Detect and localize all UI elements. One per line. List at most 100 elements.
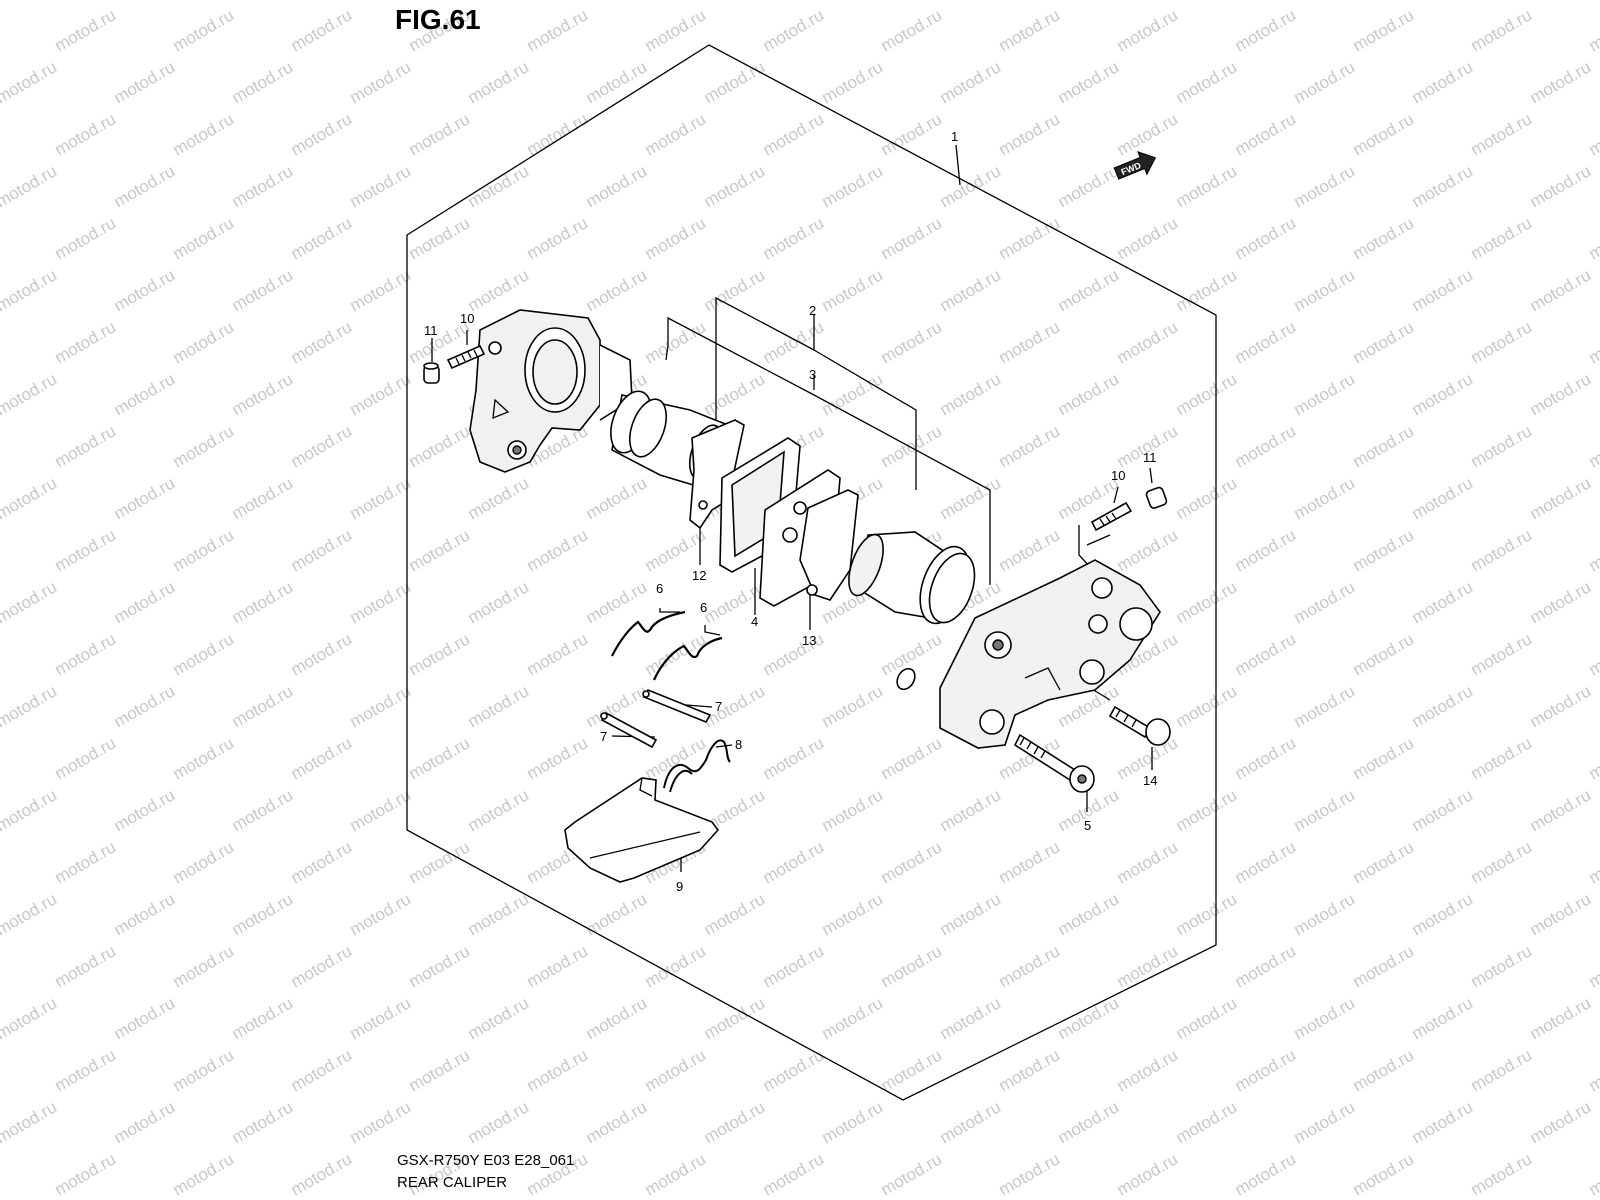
pad-spring-6a: [611, 610, 686, 657]
watermark-text: motod.ru: [642, 317, 710, 367]
watermark-text: motod.ru: [0, 109, 1, 159]
watermark-text: motod.ru: [170, 421, 238, 471]
watermark-text: motod.ru: [347, 0, 415, 3]
watermark-text: motod.ru: [406, 109, 474, 159]
watermark-text: motod.ru: [229, 265, 297, 315]
watermark-text: motod.ru: [1055, 161, 1123, 211]
watermark-text: motod.ru: [465, 57, 533, 107]
watermark-text: motod.ru: [0, 941, 1, 991]
watermark-text: motod.ru: [583, 265, 651, 315]
watermark-text: motod.ru: [52, 1045, 120, 1095]
watermark-text: motod.ru: [760, 837, 828, 887]
watermark-text: motod.ru: [1527, 369, 1595, 419]
callout-9: 9: [676, 879, 683, 894]
watermark-text: motod.ru: [1468, 317, 1536, 367]
watermark-text: motod.ru: [1114, 109, 1182, 159]
watermark-text: motod.ru: [347, 577, 415, 627]
watermark-text: motod.ru: [1527, 57, 1595, 107]
watermark-text: motod.ru: [937, 0, 1005, 3]
watermark-text: motod.ru: [465, 889, 533, 939]
watermark-text: motod.ru: [0, 5, 1, 55]
piston-right: [848, 531, 976, 625]
callout-1: 1: [951, 129, 958, 144]
watermark-text: motod.ru: [111, 265, 179, 315]
callout-3: 3: [809, 367, 816, 382]
watermark-text: motod.ru: [1527, 785, 1595, 835]
watermark-text: motod.ru: [288, 1045, 356, 1095]
watermark-text: motod.ru: [819, 265, 887, 315]
watermark-text: motod.ru: [229, 681, 297, 731]
watermark-text: motod.ru: [465, 681, 533, 731]
watermark-text: motod.ru: [111, 161, 179, 211]
watermark-text: motod.ru: [878, 1045, 946, 1095]
watermark-text: motod.ru: [465, 785, 533, 835]
watermark-text: motod.ru: [819, 889, 887, 939]
watermark-text: motod.ru: [1409, 473, 1477, 523]
watermark-text: motod.ru: [937, 161, 1005, 211]
callout-7b: 7: [600, 729, 607, 744]
watermark-text: motod.ru: [996, 109, 1064, 159]
watermark-text: motod.ru: [1409, 889, 1477, 939]
watermark-text: motod.ru: [819, 161, 887, 211]
callout-14: 14: [1143, 773, 1157, 788]
watermark-text: motod.ru: [347, 473, 415, 523]
watermark-text: motod.ru: [229, 785, 297, 835]
watermark-text: motod.ru: [1291, 577, 1359, 627]
callout-11b: 11: [1143, 450, 1157, 465]
assembly-outline: [406, 44, 1217, 1101]
watermark-text: motod.ru: [1468, 733, 1536, 783]
watermark-text: motod.ru: [1350, 629, 1418, 679]
watermark-text: motod.ru: [1468, 213, 1536, 263]
watermark-text: motod.ru: [1586, 733, 1600, 783]
watermark-text: motod.ru: [701, 369, 769, 419]
watermark-text: motod.ru: [1350, 733, 1418, 783]
watermark-text: motod.ru: [170, 837, 238, 887]
watermark-text: motod.ru: [760, 5, 828, 55]
watermark-text: motod.ru: [288, 941, 356, 991]
watermark-text: motod.ru: [1409, 1097, 1477, 1147]
watermark-text: motod.ru: [878, 733, 946, 783]
watermark-text: motod.ru: [111, 785, 179, 835]
watermark-text: motod.ru: [1468, 109, 1536, 159]
watermark-text: motod.ru: [1114, 1149, 1182, 1199]
pad-shim-left: [689, 419, 745, 530]
watermark-text: motod.ru: [52, 5, 120, 55]
watermark-text: motod.ru: [52, 629, 120, 679]
watermark-text: motod.ru: [1527, 889, 1595, 939]
watermark-text: motod.ru: [0, 369, 60, 419]
callout-10a: 10: [460, 311, 474, 326]
watermark-text: motod.ru: [52, 733, 120, 783]
watermark-text: motod.ru: [1527, 161, 1595, 211]
watermark-text: motod.ru: [583, 577, 651, 627]
watermark-text: motod.ru: [0, 213, 1, 263]
watermark-text: motod.ru: [111, 577, 179, 627]
watermark-text: motod.ru: [1409, 681, 1477, 731]
pad-spring-6b: [652, 636, 723, 681]
watermark-text: motod.ru: [406, 421, 474, 471]
watermark-text: motod.ru: [1114, 525, 1182, 575]
watermark-text: motod.ru: [347, 681, 415, 731]
watermark-text: motod.ru: [878, 421, 946, 471]
watermark-text: motod.ru: [170, 629, 238, 679]
watermark-text: motod.ru: [0, 837, 1, 887]
caliper-bolt-5: [1013, 733, 1095, 793]
watermark-text: motod.ru: [465, 993, 533, 1043]
fwd-label: FWD: [1120, 160, 1143, 177]
watermark-text: motod.ru: [288, 317, 356, 367]
watermark-text: motod.ru: [701, 993, 769, 1043]
watermark-text: motod.ru: [996, 525, 1064, 575]
watermark-text: motod.ru: [1409, 577, 1477, 627]
watermark-text: motod.ru: [1527, 1097, 1595, 1147]
watermark-text: motod.ru: [1350, 1045, 1418, 1095]
watermark-text: motod.ru: [1586, 525, 1600, 575]
watermark-text: motod.ru: [1527, 993, 1595, 1043]
pad-shim-right: [799, 489, 859, 601]
watermark-text: motod.ru: [1409, 57, 1477, 107]
watermark-text: motod.ru: [1527, 681, 1595, 731]
watermark-text: motod.ru: [347, 369, 415, 419]
watermark-text: motod.ru: [0, 1097, 60, 1147]
pad-cover-9: [564, 777, 720, 883]
watermark-text: motod.ru: [170, 1045, 238, 1095]
watermark-text: motod.ru: [52, 941, 120, 991]
watermark-text: motod.ru: [0, 1149, 1, 1199]
